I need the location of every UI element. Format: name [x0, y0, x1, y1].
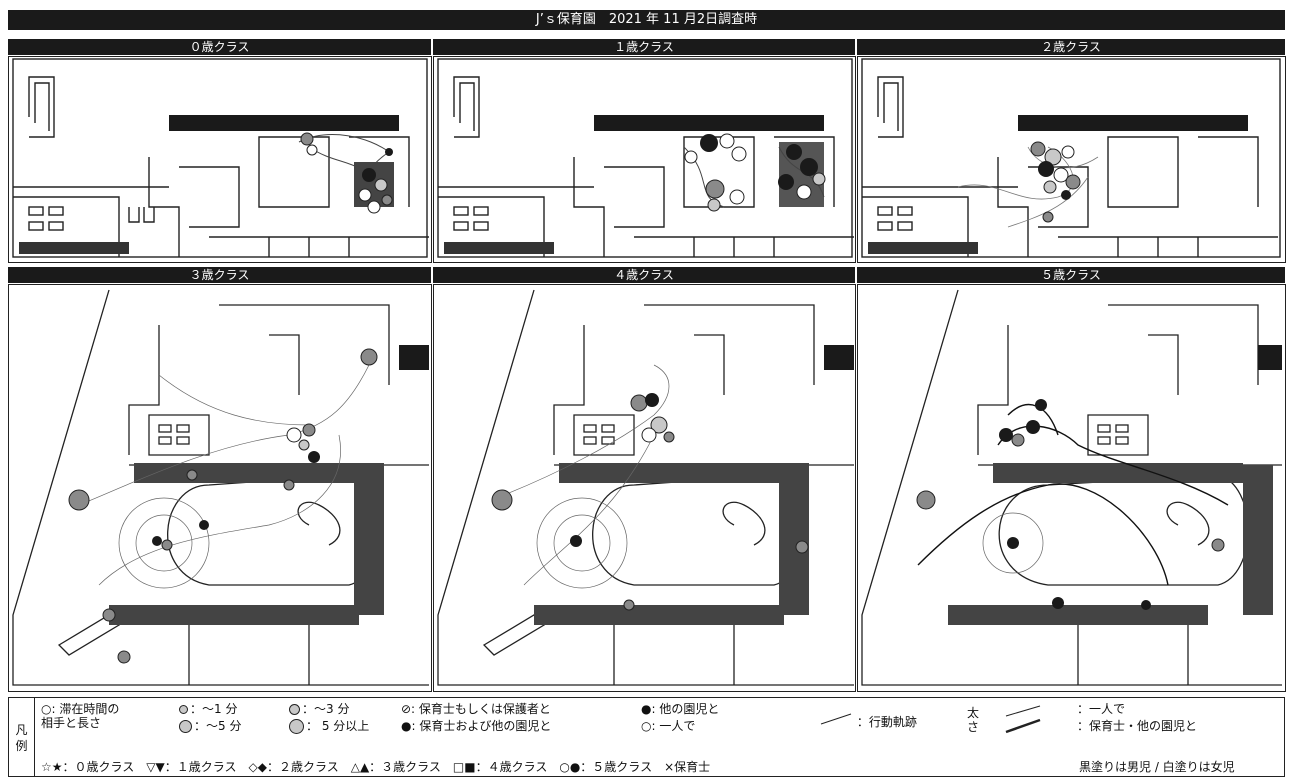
- legend-alone: ○: 一人で: [641, 719, 696, 733]
- floorplan-large-svg: [437, 289, 854, 686]
- track-line-icon: [820, 713, 852, 725]
- legend-dur3-label: ：～5 分: [194, 719, 242, 733]
- legend-alone-line: ：一人で: [1077, 702, 1126, 716]
- legend-partner: ○: 滞在時間の 相手と長さ: [41, 702, 120, 730]
- legend-track-label: ：行動軌跡: [856, 715, 917, 729]
- legend-line-samples: [1004, 704, 1044, 737]
- page-title: J’ｓ保育園 2021 年 11 月2日調査時: [8, 10, 1285, 30]
- legend-duration-2: ：～3 分: [289, 702, 349, 716]
- legend-classes: ☆★：０歳クラス ▽▼：１歳クラス ◇◆：２歳クラス △▲：３歳クラス □■：４…: [41, 760, 711, 774]
- floorplan-age5: [857, 284, 1286, 692]
- floorplan-large-svg: [12, 289, 429, 686]
- panel-header-age5: ５歳クラス: [857, 267, 1285, 283]
- dot-large-icon: [179, 720, 192, 733]
- floorplan-small-svg: [12, 58, 429, 258]
- panel-header-age0: ０歳クラス: [8, 39, 431, 55]
- legend-with-both: ●: 保育士および他の園児と: [401, 719, 552, 733]
- legend-duration-1: ：～1 分: [179, 702, 237, 716]
- floorplan-large-svg: [861, 289, 1282, 686]
- legend-track: ：行動軌跡: [819, 712, 917, 729]
- legend-with-teacher: ⊘: 保育士もしくは保護者と: [401, 702, 551, 716]
- dot-small-icon: [179, 705, 188, 714]
- panel-header-age1: １歳クラス: [433, 39, 855, 55]
- floorplan-small-svg: [437, 58, 854, 258]
- legend-dur4-label: ： 5 分以上: [306, 719, 370, 733]
- legend-duration-3: ：～5 分: [179, 719, 241, 733]
- legend-header: 凡 例: [9, 698, 35, 776]
- dot-xlarge-icon: [289, 719, 304, 734]
- floorplan-age0: [8, 56, 432, 263]
- legend-thickness: 太 さ: [967, 706, 980, 734]
- legend-with-children: ●: 他の園児と: [641, 702, 720, 716]
- floorplan-age4: [433, 284, 856, 692]
- legend-fill-note: 黒塗りは男児 / 白塗りは女児: [1079, 760, 1235, 774]
- panel-header-age4: ４歳クラス: [433, 267, 855, 283]
- floorplan-age1: [433, 56, 856, 263]
- floorplan-age2: [857, 56, 1286, 263]
- legend-dur2-label: ：～3 分: [302, 702, 350, 716]
- line-thickness-icon: [1005, 705, 1041, 734]
- floorplan-age3: [8, 284, 432, 692]
- floorplan-small-svg: [861, 58, 1281, 258]
- panel-header-age2: ２歳クラス: [857, 39, 1285, 55]
- legend-with-others-line: ：保育士・他の園児と: [1077, 719, 1198, 733]
- legend-duration-4: ： 5 分以上: [289, 719, 369, 734]
- panel-header-age3: ３歳クラス: [8, 267, 431, 283]
- legend: 凡 例 ○: 滞在時間の 相手と長さ ：～1 分 ：～3 分 ：～5 分 ： 5…: [8, 697, 1285, 777]
- legend-dur1-label: ：～1 分: [190, 702, 238, 716]
- dot-medium-icon: [289, 704, 300, 715]
